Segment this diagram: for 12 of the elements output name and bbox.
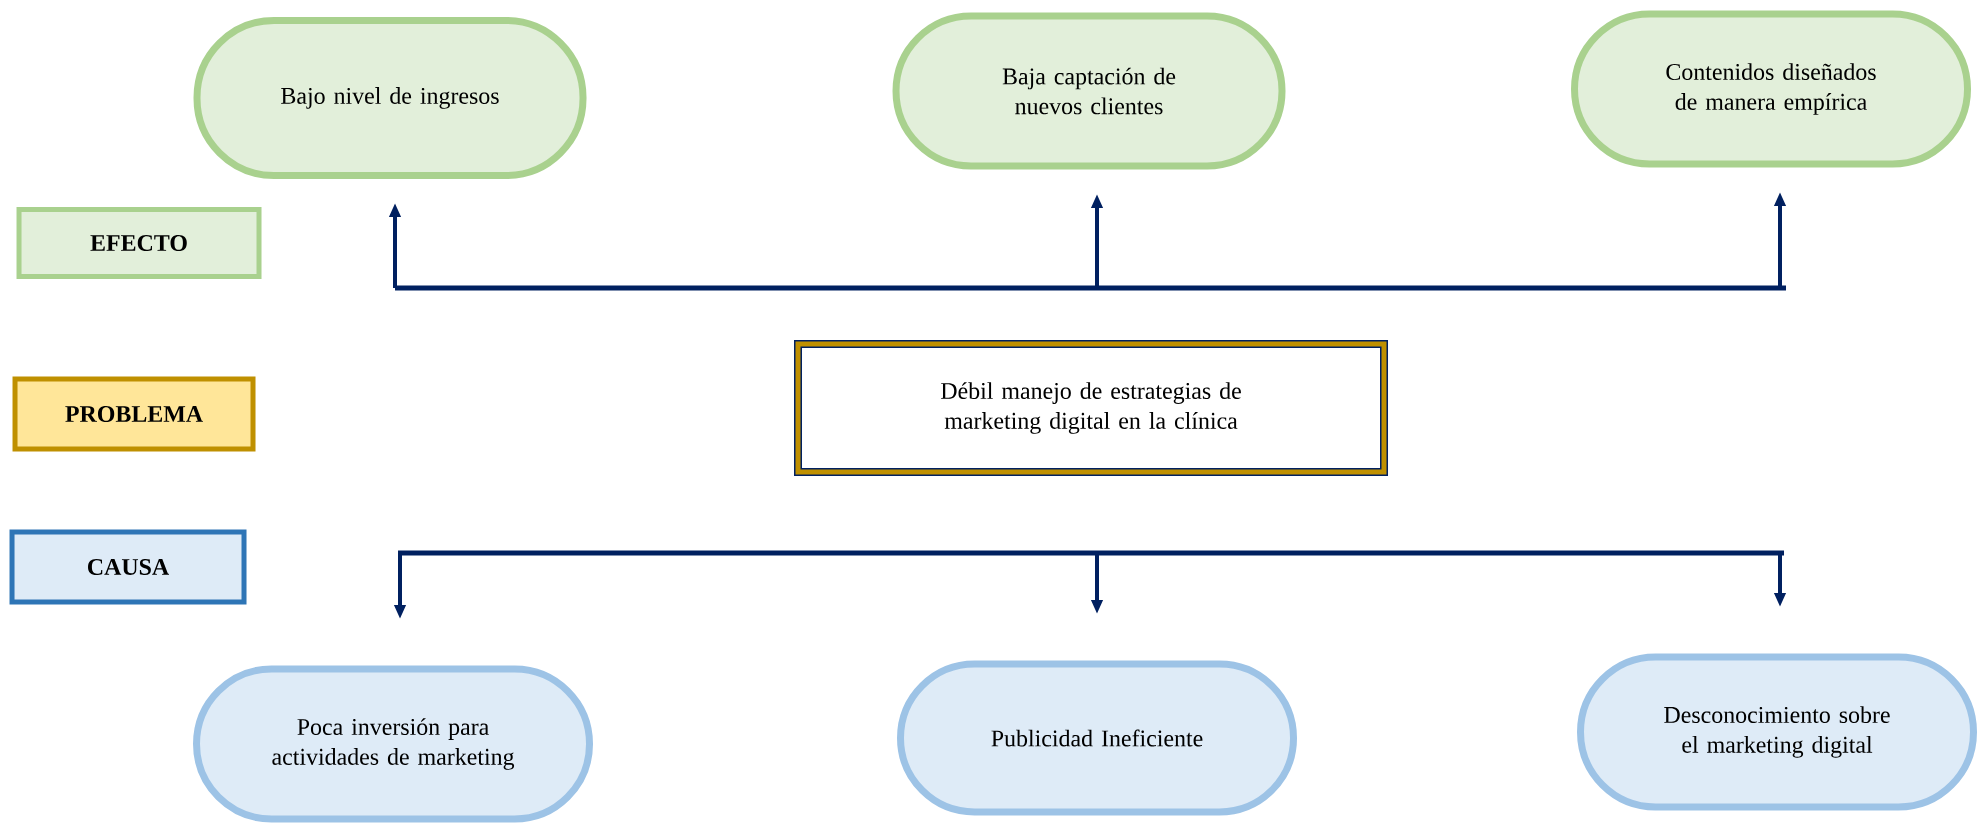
category-box: PROBLEMA [12, 376, 256, 452]
cause-box: Publicidad Ineficiente [897, 660, 1297, 816]
effect-box: Contenidos diseñados de manera empírica [1571, 10, 1971, 168]
category-box: EFECTO [16, 207, 262, 279]
connector-line [395, 285, 1786, 291]
effect-box: Bajo nivel de ingresos [193, 17, 587, 179]
category-box: CAUSA [9, 529, 247, 605]
problem-box: Débil manejo de estrategias de marketing digital en la clínica [794, 340, 1388, 476]
effect-box: Baja captación de nuevos clientes [892, 12, 1286, 170]
cause-box: Desconocimiento sobre el marketing digital [1577, 653, 1977, 811]
cause-box: Poca inversión para actividades de marketing [193, 665, 593, 823]
connector-line [398, 550, 1784, 556]
